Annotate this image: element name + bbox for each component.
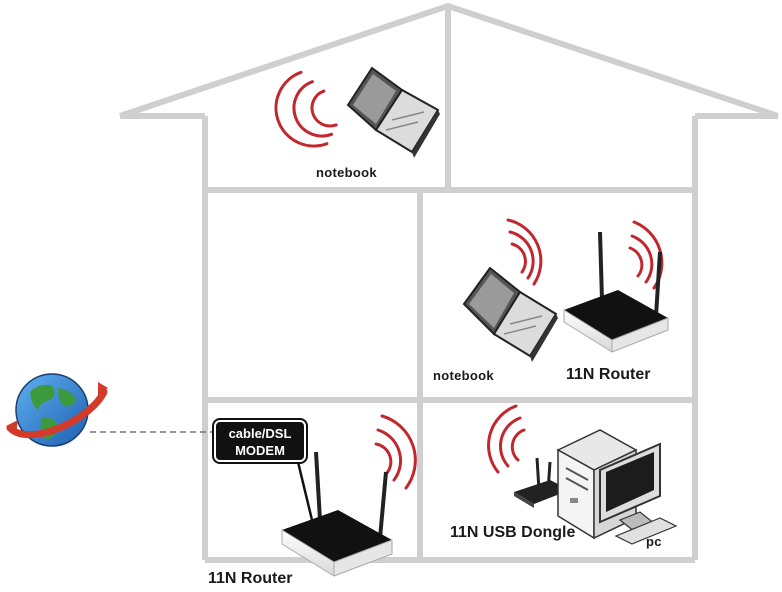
- modem-label-line2: MODEM: [235, 443, 285, 458]
- wifi-signal-icon: [374, 414, 417, 490]
- house-outline: [119, 2, 779, 563]
- notebook-icon: [346, 66, 440, 158]
- modem-pointer: [296, 461, 314, 521]
- usb-dongle-label: 11N USB Dongle: [450, 524, 576, 541]
- router-icon: [563, 231, 669, 353]
- router-label: 11N Router: [208, 570, 293, 587]
- wifi-signal-icon: [506, 218, 543, 286]
- notebook-label: notebook: [316, 165, 377, 180]
- pc-icon: [556, 429, 678, 545]
- wifi-signal-icon: [274, 70, 338, 148]
- notebook-label: notebook: [433, 368, 494, 383]
- notebook-icon: [462, 266, 558, 362]
- modem-callout: cable/DSL MODEM: [212, 418, 308, 464]
- usb-dongle-icon: [514, 457, 570, 508]
- router-label: 11N Router: [566, 366, 651, 383]
- globe-icon: [6, 373, 108, 447]
- router-icon: [281, 451, 393, 577]
- modem-label-line1: cable/DSL: [228, 426, 292, 441]
- wifi-signal-icon: [487, 404, 526, 474]
- pc-label: pc: [646, 534, 662, 549]
